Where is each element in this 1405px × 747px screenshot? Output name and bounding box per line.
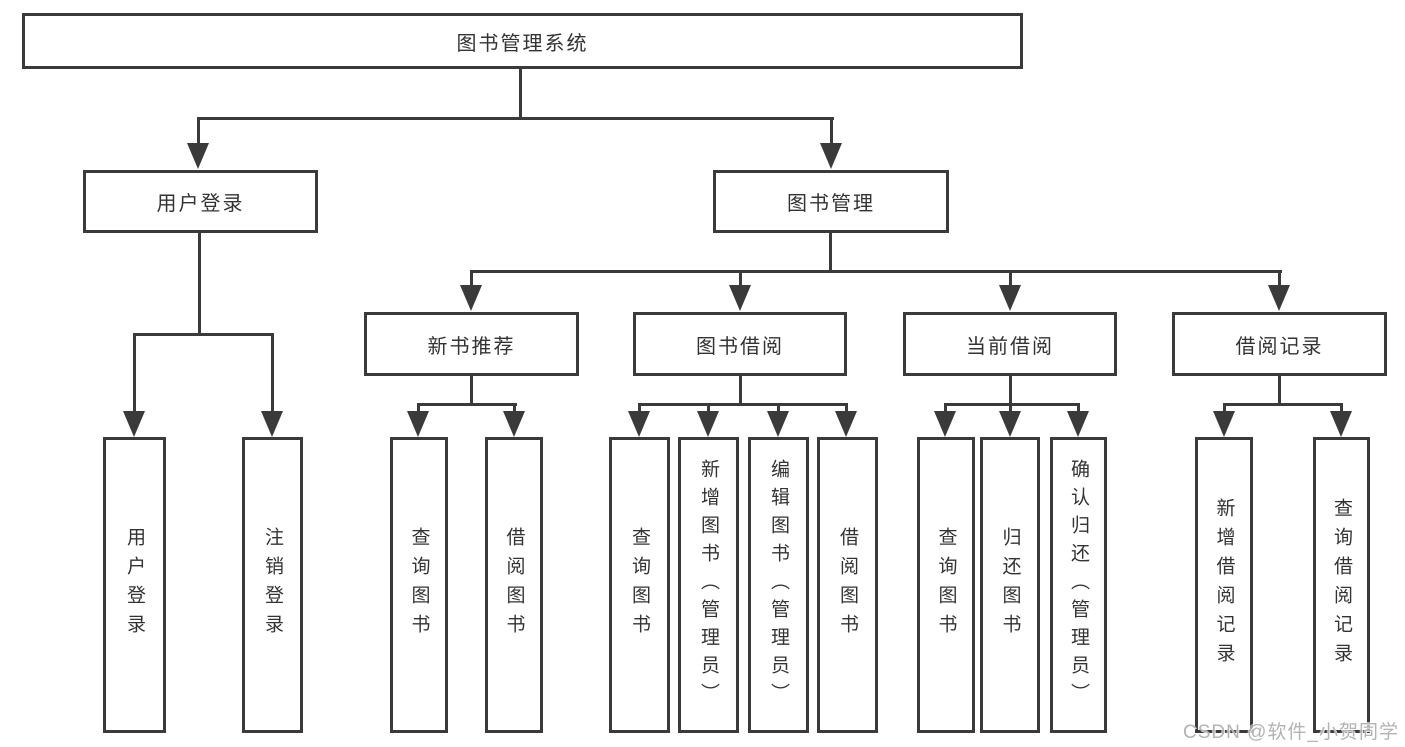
leaf-logout-label: 注销登录	[262, 527, 283, 643]
edge-current-borrow-bus	[944, 403, 1080, 406]
leaf-query-book-3-label: 查询图书	[935, 527, 957, 643]
leaf-query-book-1-label: 查询图书	[408, 527, 430, 643]
edge-book-management-bus	[471, 270, 1282, 273]
edge-to-leaf-edit-book	[777, 403, 780, 413]
edge-borrow-record-trunk	[1278, 376, 1281, 406]
leaf-query-book-3: 查询图书	[917, 437, 975, 733]
arrowhead-book-management	[820, 143, 842, 169]
leaf-query-book-1: 查询图书	[390, 437, 448, 733]
edge-to-leaf-query-book-1	[417, 403, 420, 413]
node-current-borrow-label: 当前借阅	[966, 335, 1054, 358]
arrowhead-current-borrow	[999, 285, 1021, 311]
arrowhead-leaf-borrow-book-1	[503, 411, 525, 437]
leaf-confirm-return-admin-label: 确认归还（管理员）	[1068, 459, 1089, 711]
edge-to-leaf-user-login	[133, 333, 136, 413]
edge-to-new-book-recommend	[470, 270, 473, 287]
leaf-add-book-admin-label: 新增图书（管理员）	[698, 459, 719, 711]
edge-root-to-user-login	[197, 117, 200, 146]
edge-root-trunk	[519, 69, 522, 120]
edge-root-bus	[197, 117, 834, 120]
leaf-query-borrow-record: 查询借阅记录	[1313, 437, 1370, 733]
node-current-borrow: 当前借阅	[903, 312, 1117, 376]
leaf-add-book-admin: 新增图书（管理员）	[678, 437, 739, 733]
edge-to-current-borrow	[1009, 270, 1012, 287]
arrowhead-leaf-user-login	[123, 411, 145, 437]
node-book-borrow-label: 图书借阅	[696, 335, 784, 358]
watermark: CSDN @软件_小贺同学	[1183, 722, 1399, 743]
edge-to-book-borrow	[739, 270, 742, 287]
leaf-borrow-book-2: 借阅图书	[817, 437, 878, 733]
leaf-logout: 注销登录	[242, 437, 303, 733]
leaf-edit-book-admin: 编辑图书（管理员）	[748, 437, 809, 733]
arrowhead-leaf-return-book	[999, 411, 1021, 437]
node-user-login-label: 用户登录	[156, 193, 245, 215]
leaf-borrow-book-1: 借阅图书	[485, 437, 543, 733]
arrowhead-leaf-borrow-book-2	[835, 411, 857, 437]
arrowhead-leaf-query-book-1	[407, 411, 429, 437]
node-new-book-recommend-label: 新书推荐	[427, 335, 516, 358]
arrowhead-leaf-query-book-3	[934, 411, 956, 437]
edge-book-management-trunk	[829, 233, 832, 273]
edge-to-leaf-return-book	[1009, 403, 1012, 413]
leaf-query-book-2-label: 查询图书	[629, 527, 650, 643]
edge-user-login-bus	[133, 333, 274, 336]
edge-borrow-record-bus	[1223, 403, 1343, 406]
leaf-return-book: 归还图书	[980, 437, 1040, 733]
node-book-management: 图书管理	[713, 170, 949, 233]
node-book-management-label: 图书管理	[787, 193, 875, 215]
edge-to-leaf-logout	[271, 333, 274, 413]
node-root-label: 图书管理系统	[456, 32, 589, 55]
edge-to-leaf-add-book	[707, 403, 710, 413]
arrowhead-leaf-logout	[261, 411, 283, 437]
node-book-borrow: 图书借阅	[633, 312, 847, 376]
edge-book-borrow-trunk	[739, 376, 742, 406]
arrowhead-leaf-add-record	[1213, 411, 1235, 437]
leaf-query-book-2: 查询图书	[609, 437, 670, 733]
edge-to-borrow-record	[1278, 270, 1281, 287]
edge-to-leaf-query-book-2	[638, 403, 641, 413]
arrowhead-leaf-query-book-2	[628, 411, 650, 437]
arrowhead-leaf-confirm-return	[1067, 411, 1089, 437]
arrowhead-borrow-record	[1268, 285, 1290, 311]
edge-new-book-bus	[417, 403, 517, 406]
edge-to-leaf-borrow-book-2	[845, 403, 848, 413]
leaf-borrow-book-1-label: 借阅图书	[503, 527, 525, 643]
leaf-add-borrow-record: 新增借阅记录	[1195, 437, 1253, 733]
arrowhead-leaf-query-record	[1330, 411, 1352, 437]
node-borrow-record-label: 借阅记录	[1235, 335, 1324, 358]
leaf-user-login-label: 用户登录	[124, 527, 145, 643]
arrowhead-book-borrow	[729, 285, 751, 311]
edge-book-borrow-bus	[638, 403, 848, 406]
edge-to-leaf-borrow-book-1	[513, 403, 516, 413]
node-new-book-recommend: 新书推荐	[364, 312, 579, 376]
arrowhead-leaf-edit-book	[767, 411, 789, 437]
leaf-confirm-return-admin: 确认归还（管理员）	[1050, 437, 1107, 733]
leaf-add-borrow-record-label: 新增借阅记录	[1213, 498, 1235, 672]
edge-to-leaf-query-book-3	[944, 403, 947, 413]
edge-new-book-trunk	[470, 376, 473, 406]
edge-root-to-book-management	[830, 117, 833, 146]
edge-user-login-trunk	[198, 233, 201, 336]
leaf-query-borrow-record-label: 查询借阅记录	[1331, 498, 1352, 672]
leaf-borrow-book-2-label: 借阅图书	[837, 527, 858, 643]
arrowhead-leaf-add-book	[697, 411, 719, 437]
leaf-return-book-label: 归还图书	[999, 527, 1021, 643]
node-root: 图书管理系统	[22, 13, 1023, 69]
edge-to-leaf-add-record	[1223, 403, 1226, 413]
node-user-login: 用户登录	[83, 170, 318, 233]
leaf-edit-book-admin-label: 编辑图书（管理员）	[768, 459, 789, 711]
arrowhead-user-login	[187, 143, 209, 169]
node-borrow-record: 借阅记录	[1172, 312, 1387, 376]
leaf-user-login: 用户登录	[103, 437, 166, 733]
arrowhead-new-book-recommend	[460, 285, 482, 311]
edge-to-leaf-query-record	[1340, 403, 1343, 413]
edge-to-leaf-confirm-return	[1077, 403, 1080, 413]
edge-current-borrow-trunk	[1009, 376, 1012, 406]
